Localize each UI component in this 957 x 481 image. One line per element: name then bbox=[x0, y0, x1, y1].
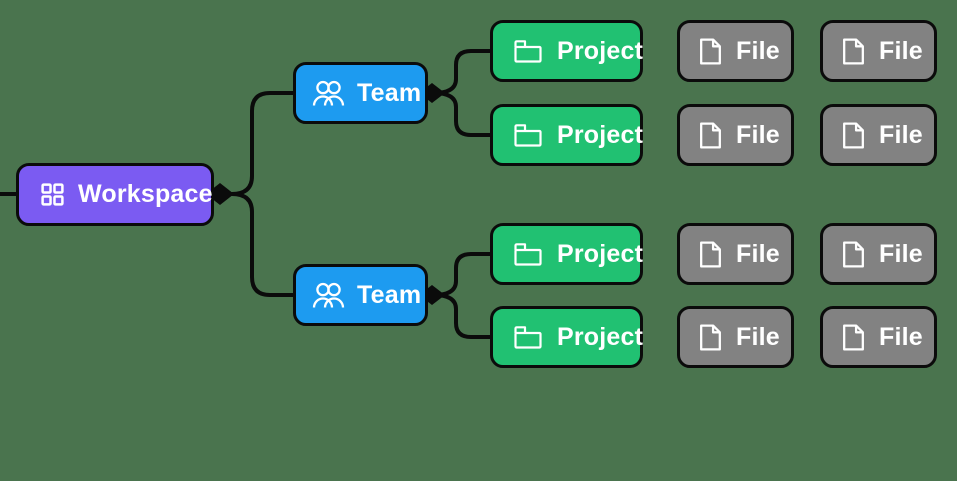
project-label: Project bbox=[557, 36, 644, 65]
file-node-5[interactable]: File bbox=[820, 20, 937, 82]
file-node-2[interactable]: File bbox=[677, 104, 794, 166]
workspace-label: Workspace bbox=[78, 180, 213, 208]
folder-icon bbox=[513, 324, 543, 350]
project-node-1[interactable]: Project bbox=[490, 20, 643, 82]
users-icon bbox=[312, 80, 345, 107]
folder-icon bbox=[513, 122, 543, 148]
project-label: Project bbox=[557, 239, 644, 268]
users-icon bbox=[312, 282, 345, 309]
grid-icon bbox=[40, 182, 65, 207]
team-node-1[interactable]: Team bbox=[293, 62, 428, 124]
edge-workspace-team2 bbox=[230, 192, 296, 297]
file-label: File bbox=[879, 322, 923, 351]
file-node-4[interactable]: File bbox=[677, 306, 794, 368]
project-label: Project bbox=[557, 322, 644, 351]
project-node-3[interactable]: Project bbox=[490, 223, 643, 285]
edge-workspace-team1 bbox=[230, 91, 296, 196]
file-icon bbox=[698, 323, 723, 352]
project-label: Project bbox=[557, 120, 644, 149]
file-label: File bbox=[736, 36, 780, 65]
edge-team1-project1 bbox=[432, 49, 493, 95]
workspace-node[interactable]: Workspace bbox=[16, 163, 214, 226]
file-label: File bbox=[736, 120, 780, 149]
file-label: File bbox=[879, 120, 923, 149]
file-node-1[interactable]: File bbox=[677, 20, 794, 82]
folder-icon bbox=[513, 38, 543, 64]
folder-icon bbox=[513, 241, 543, 267]
team-label: Team bbox=[357, 78, 422, 107]
file-node-8[interactable]: File bbox=[820, 306, 937, 368]
edge-team2-project3 bbox=[432, 252, 493, 297]
project-node-2[interactable]: Project bbox=[490, 104, 643, 166]
file-label: File bbox=[879, 239, 923, 268]
file-icon bbox=[841, 323, 866, 352]
file-icon bbox=[698, 37, 723, 66]
file-node-3[interactable]: File bbox=[677, 223, 794, 285]
edge-team1-project2 bbox=[432, 91, 493, 137]
file-node-6[interactable]: File bbox=[820, 104, 937, 166]
team-node-2[interactable]: Team bbox=[293, 264, 428, 326]
team-label: Team bbox=[357, 280, 422, 309]
project-node-4[interactable]: Project bbox=[490, 306, 643, 368]
file-icon bbox=[841, 37, 866, 66]
file-icon bbox=[841, 121, 866, 150]
file-icon bbox=[698, 121, 723, 150]
file-node-7[interactable]: File bbox=[820, 223, 937, 285]
file-icon bbox=[841, 240, 866, 269]
edge-team2-project4 bbox=[432, 293, 493, 339]
file-icon bbox=[698, 240, 723, 269]
file-label: File bbox=[736, 239, 780, 268]
file-label: File bbox=[879, 36, 923, 65]
file-label: File bbox=[736, 322, 780, 351]
